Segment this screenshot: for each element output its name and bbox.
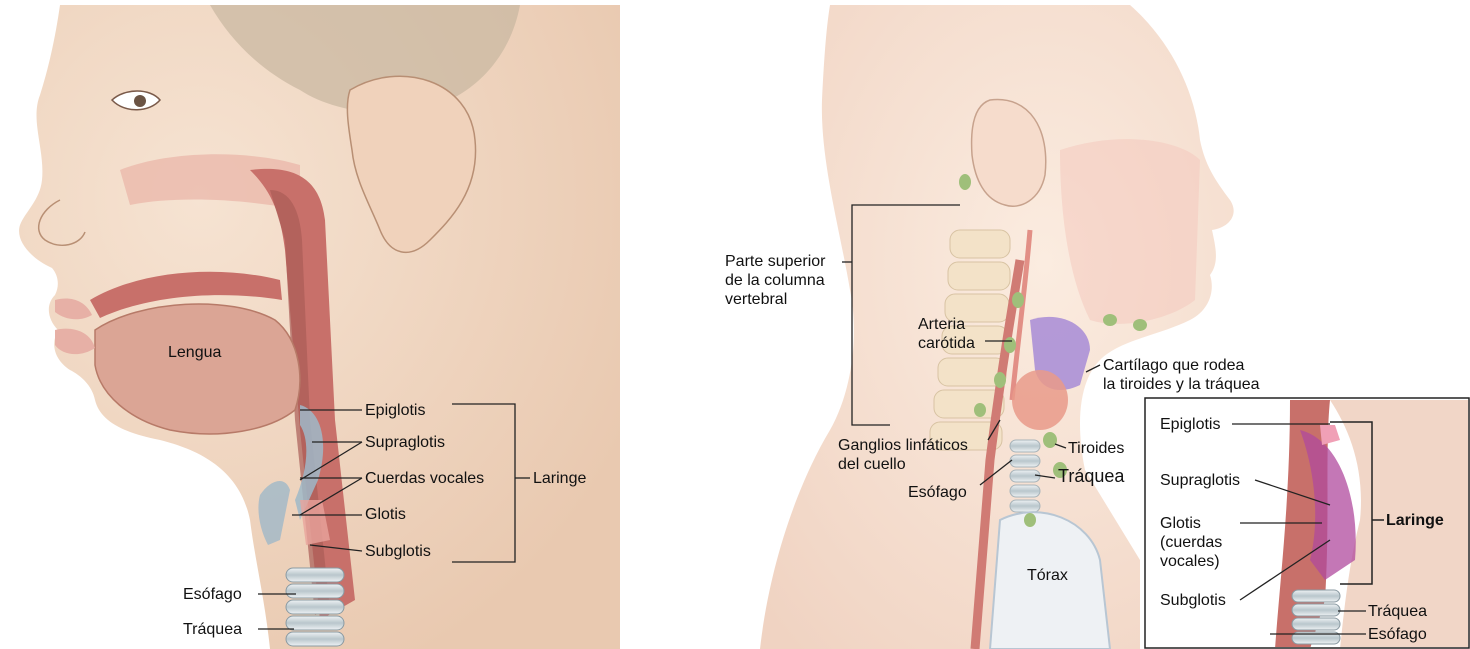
inset-label-glottis: Glotis (cuerdas vocales) — [1160, 514, 1222, 571]
trachea-right — [1010, 440, 1040, 512]
label-esophagus-left: Esófago — [183, 585, 242, 604]
inset-label-trachea: Tráquea — [1368, 602, 1427, 621]
label-thorax: Tórax — [1027, 566, 1068, 585]
label-lymph-nodes: Ganglios linfáticos del cuello — [838, 436, 968, 474]
label-tongue: Lengua — [168, 343, 221, 362]
label-upper-spine: Parte superior de la columna vertebral — [725, 252, 826, 309]
label-supraglottis: Supraglotis — [365, 433, 445, 452]
left-trachea-rings — [286, 568, 344, 646]
label-epiglottis: Epiglotis — [365, 401, 425, 420]
label-vocal-cords: Cuerdas vocales — [365, 469, 484, 488]
inset-label-epiglottis: Epiglotis — [1160, 415, 1220, 434]
inset-label-larynx: Laringe — [1386, 511, 1444, 530]
label-cartilage: Cartílago que rodea la tiroides y la trá… — [1103, 356, 1260, 394]
label-glottis: Glotis — [365, 505, 406, 524]
label-larynx: Laringe — [533, 469, 586, 488]
inset-label-esophagus: Esófago — [1368, 625, 1427, 644]
inset-label-supraglottis: Supraglotis — [1160, 471, 1240, 490]
label-thyroid: Tiroides — [1068, 439, 1124, 458]
label-subglottis: Subglotis — [365, 542, 431, 561]
label-carotid-artery: Arteria carótida — [918, 315, 975, 353]
label-trachea-right: Tráquea — [1058, 467, 1124, 486]
label-esophagus-right: Esófago — [908, 483, 967, 502]
label-trachea-left: Tráquea — [183, 620, 242, 639]
inset-label-subglottis: Subglotis — [1160, 591, 1226, 610]
